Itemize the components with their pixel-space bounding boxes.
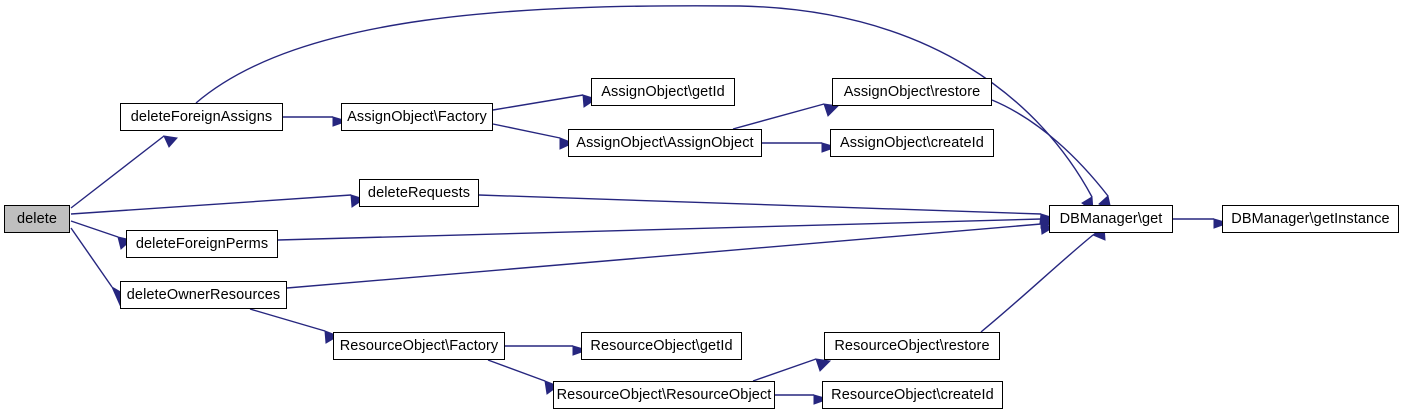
graph-node-ResourceObjectCreateId[interactable]: ResourceObject\createId xyxy=(822,381,1003,409)
edge-AssignObjectAssignObject-to-AssignObjectRestore xyxy=(732,103,825,130)
graph-node-label: ResourceObject\Factory xyxy=(339,337,499,354)
graph-node-label: ResourceObject\getId xyxy=(590,337,733,354)
edge-deleteOwnerResources-to-DBManagerGet xyxy=(286,223,1042,289)
edge-ResourceObjectResourceObject-to-ResourceObjectRestore xyxy=(752,358,817,382)
edge-delete-to-deleteForeignAssigns xyxy=(70,135,165,209)
graph-node-label: ResourceObject\restore xyxy=(834,337,990,354)
graph-node-AssignObjectRestore[interactable]: AssignObject\restore xyxy=(832,78,992,106)
graph-node-DBManagerGetInstance[interactable]: DBManager\getInstance xyxy=(1222,205,1399,233)
edge-AssignObjectRestore-to-DBManagerGet xyxy=(991,99,1109,197)
graph-node-label: deleteRequests xyxy=(367,184,471,201)
graph-node-ResourceObjectGetId[interactable]: ResourceObject\getId xyxy=(581,332,742,360)
graph-node-label: ResourceObject\createId xyxy=(831,386,994,403)
graph-node-AssignObjectGetId[interactable]: AssignObject\getId xyxy=(591,78,735,106)
graph-node-label: AssignObject\createId xyxy=(840,134,984,151)
edge-delete-to-deleteForeignPerms xyxy=(70,220,119,238)
graph-node-DBManagerGet[interactable]: DBManager\get xyxy=(1049,205,1173,233)
graph-node-label: delete xyxy=(16,210,58,227)
graph-node-AssignObjectAssignObject[interactable]: AssignObject\AssignObject xyxy=(568,129,762,157)
graph-node-label: AssignObject\AssignObject xyxy=(576,134,754,151)
edge-deleteRequests-to-DBManagerGet xyxy=(478,194,1042,215)
edge-ResourceObjectFactory-to-ResourceObjectResourceObject xyxy=(487,359,546,382)
arrowhead-ResourceObjectResourceObject-to-ResourceObjectRestore xyxy=(815,358,832,372)
arrowhead-delete-to-deleteForeignAssigns xyxy=(163,135,178,148)
graph-node-deleteRequests[interactable]: deleteRequests xyxy=(359,179,479,207)
graph-node-ResourceObjectFactory[interactable]: ResourceObject\Factory xyxy=(333,332,505,360)
graph-node-delete[interactable]: delete xyxy=(4,205,70,233)
edge-deleteForeignPerms-to-DBManagerGet xyxy=(277,218,1042,241)
edge-ResourceObjectRestore-to-DBManagerGet xyxy=(980,234,1094,333)
edge-AssignObjectFactory-to-AssignObjectAssignObject xyxy=(492,123,561,139)
edge-deleteOwnerResources-to-ResourceObjectFactory xyxy=(249,308,326,332)
graph-node-label: deleteOwnerResources xyxy=(126,286,281,303)
graph-node-label: AssignObject\Factory xyxy=(347,108,487,125)
graph-node-label: AssignObject\restore xyxy=(843,83,981,100)
graph-node-ResourceObjectRestore[interactable]: ResourceObject\restore xyxy=(824,332,1000,360)
graph-node-deleteForeignAssigns[interactable]: deleteForeignAssigns xyxy=(120,103,283,131)
graph-node-label: AssignObject\getId xyxy=(601,83,725,100)
graph-node-ResourceObjectResourceObject[interactable]: ResourceObject\ResourceObject xyxy=(553,381,775,409)
graph-node-label: deleteForeignPerms xyxy=(135,235,269,252)
graph-node-label: DBManager\get xyxy=(1059,210,1163,227)
graph-node-label: deleteForeignAssigns xyxy=(130,108,273,125)
graph-node-AssignObjectFactory[interactable]: AssignObject\Factory xyxy=(341,103,493,131)
graph-node-label: ResourceObject\ResourceObject xyxy=(556,386,772,403)
edge-delete-to-deleteOwnerResources xyxy=(70,227,113,288)
edge-delete-to-deleteRequests xyxy=(70,194,352,215)
edge-AssignObjectFactory-to-AssignObjectGetId xyxy=(492,94,584,111)
graph-node-AssignObjectCreateId[interactable]: AssignObject\createId xyxy=(830,129,994,157)
graph-node-deleteForeignPerms[interactable]: deleteForeignPerms xyxy=(126,230,278,258)
graph-node-deleteOwnerResources[interactable]: deleteOwnerResources xyxy=(120,281,287,309)
graph-node-label: DBManager\getInstance xyxy=(1231,210,1390,227)
